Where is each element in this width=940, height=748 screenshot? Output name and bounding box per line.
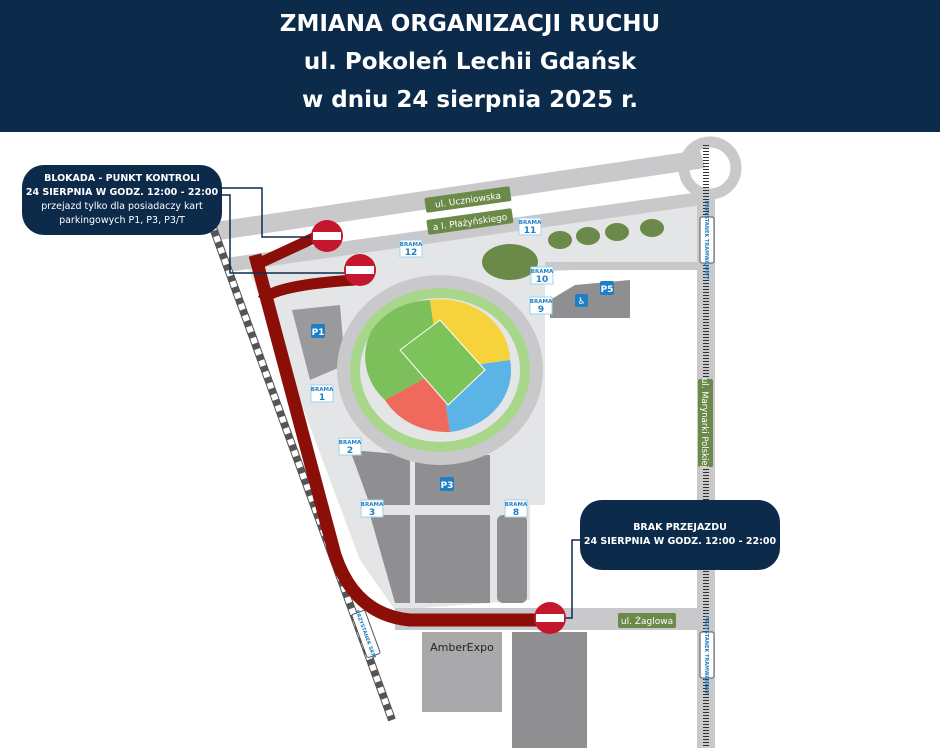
pitch [399, 319, 486, 406]
svg-text:BRAMA: BRAMA [530, 299, 553, 305]
disabled-parking-icon: ♿ [575, 294, 588, 307]
svg-text:BRAMA: BRAMA [519, 220, 542, 226]
svg-text:P5: P5 [601, 285, 614, 295]
svg-text:10: 10 [536, 275, 549, 285]
parking-sign-p1: P1 [311, 324, 325, 338]
svg-text:BRAMA: BRAMA [531, 269, 554, 275]
callout-no-passage: BRAK PRZEJAZDU 24 SIERPNIA W GODZ. 12:00… [580, 500, 780, 570]
amberexpo-label: AmberExpo [430, 641, 494, 654]
svg-text:1: 1 [319, 393, 325, 403]
no-entry-sign-3 [534, 602, 566, 634]
parking-p5 [550, 280, 630, 318]
tram-stop-south: PRZYSTANEK TRAMWAJOWY [699, 616, 715, 695]
parking-sign-p5: P5 [600, 281, 614, 295]
svg-text:PRZYSTANEK TRAMWAJOWY: PRZYSTANEK TRAMWAJOWY [703, 616, 709, 695]
parking-p1 [292, 305, 345, 380]
svg-text:P1: P1 [312, 328, 325, 338]
no-entry-sign-2 [344, 254, 376, 286]
callout-blockade-title: BLOKADA - PUNKT KONTROLI [44, 173, 200, 184]
svg-text:ul. Marynarki Polskiej: ul. Marynarki Polskiej [699, 378, 709, 468]
callout-blockade-note2: parkingowych P1, P3, P3/T [59, 215, 185, 226]
svg-text:BRAMA: BRAMA [311, 387, 334, 393]
stadium [337, 275, 543, 465]
title-line-1: ZMIANA ORGANIZACJI RUCHU [279, 11, 661, 37]
svg-text:BRAMA: BRAMA [361, 502, 384, 508]
callout-blockade-date: 24 SIERPNIA W GODZ. 12:00 - 22:00 [25, 187, 219, 198]
title-line-2: ul. Pokoleń Lechii Gdańsk [303, 49, 637, 75]
parking-sign-p3: P3 [440, 477, 454, 491]
callout-blockade: BLOKADA - PUNKT KONTROLI 24 SIERPNIA W G… [22, 165, 222, 235]
svg-text:8: 8 [513, 508, 519, 518]
tram-stop-north: PRZYSTANEK TRAMWAJOWY [699, 201, 715, 280]
street-label-zaglowa: ul. Żaglowa [618, 613, 676, 628]
road-plazynskiego [225, 192, 702, 272]
svg-text:♿: ♿ [577, 297, 585, 307]
svg-text:P3: P3 [441, 481, 454, 491]
header: ZMIANA ORGANIZACJI RUCHU ul. Pokoleń Lec… [0, 0, 940, 132]
svg-text:BRAMA: BRAMA [339, 440, 362, 446]
callout-no-passage-title: BRAK PRZEJAZDU [633, 522, 727, 533]
svg-text:BRAMA: BRAMA [505, 502, 528, 508]
closed-route [248, 253, 548, 627]
svg-text:9: 9 [538, 305, 544, 315]
svg-text:3: 3 [369, 508, 375, 518]
map: ul. Uczniowska a l. Płażyńskiego ul. Mar… [208, 136, 742, 748]
svg-text:12: 12 [405, 248, 418, 258]
svg-text:ul. Żaglowa: ul. Żaglowa [621, 616, 673, 627]
svg-text:11: 11 [524, 226, 537, 236]
street-label-marynarki: ul. Marynarki Polskiej [698, 378, 713, 468]
svg-text:PRZYSTANEK TRAMWAJOWY: PRZYSTANEK TRAMWAJOWY [703, 201, 709, 280]
svg-text:2: 2 [347, 446, 353, 456]
parking-p3 [350, 450, 410, 505]
callout-blockade-note1: przejazd tylko dla posiadaczy kart [41, 201, 203, 212]
no-entry-sign-1 [311, 220, 343, 252]
callout-no-passage-date: 24 SIERPNIA W GODZ. 12:00 - 22:00 [583, 536, 777, 547]
amberexpo-building [422, 632, 502, 712]
title-line-3: w dniu 24 sierpnia 2025 r. [302, 87, 638, 113]
svg-text:BRAMA: BRAMA [400, 242, 423, 248]
